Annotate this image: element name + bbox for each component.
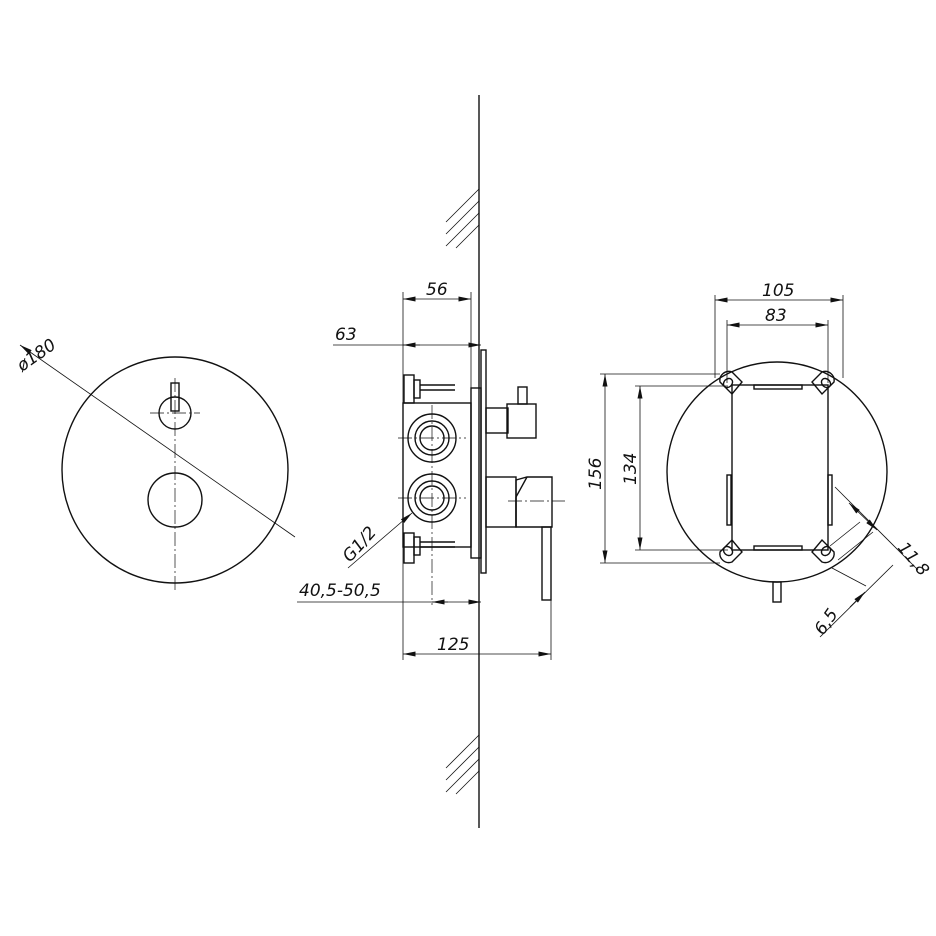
dim-125-label: 125 [437,635,469,655]
dim-83-label: 83 [765,306,787,326]
cover-plate-edge [480,349,487,574]
mounting-box [731,384,829,551]
dim-134-label: 134 [621,453,641,485]
mounting-lugs [719,370,835,564]
back-view: 105 83 156 134 11,8 6,5 [586,281,933,639]
diameter-line [19,344,296,538]
dim-56-label: 56 [426,280,448,300]
dim-6-5-label: 6,5 [811,605,843,639]
thread-label: G1/2 [339,523,381,567]
dim-156-label: 156 [586,457,606,490]
dim-105-label: 105 [762,281,794,301]
side-view: 56 63 G1/2 40,5-50,5 125 [297,280,565,660]
stem [772,581,782,603]
diameter-label: ø180 [13,335,60,377]
dim-11-8-label: 11,8 [893,538,933,580]
cover-plate-outline [666,361,888,583]
depth-range-label: 40,5-50,5 [299,581,381,601]
dim-63-label: 63 [335,325,357,345]
front-view: ø180 [13,335,296,590]
wall [445,95,480,828]
